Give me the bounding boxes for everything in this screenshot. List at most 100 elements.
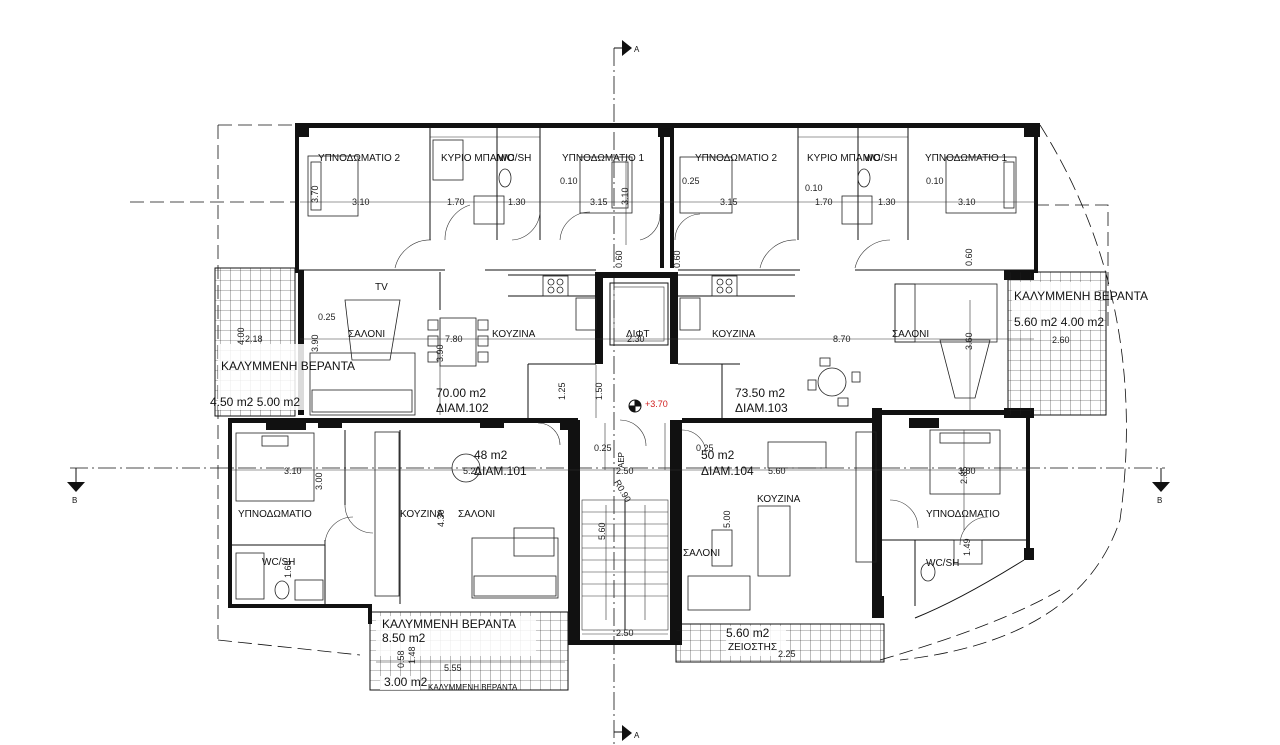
dim-label: 0.60 [964,248,974,266]
dim-label: 1.50 [594,382,604,400]
veranda-area: 4.50 m2 5.00 m2 [210,395,300,409]
dim-label: 3.00 [314,472,324,490]
section-mark-right: B [1157,496,1162,505]
veranda-title: ΚΑΛΥΜΜΕΝΗ ΒΕΡΑΝΤΑ [221,359,355,373]
dim-label: 5.60 [597,522,607,540]
section-line-b [67,467,1170,492]
dim-label: 0.25 [318,312,336,322]
apartment-name: ΔΙΑΜ.104 [701,464,754,478]
dim-label: 1.48 [407,646,417,664]
dim-label: 0.58 [396,650,406,668]
room-label: WC/SH [262,557,295,568]
dim-label: 1.70 [815,197,833,207]
room-label: ΣΑΛΟΝΙ [892,329,929,340]
veranda-area: 5.60 m2 4.00 m2 [1014,315,1104,329]
veranda-title: ΚΑΛΥΜΜΕΝΗ ΒΕΡΑΝΤΑ [382,617,516,631]
room-label: ΣΑΛΟΝΙ [348,329,385,340]
staircase [581,499,669,631]
room-label: ΚΥΡΙΟ ΜΠΑΝΙΟ [807,153,881,164]
room-label: ΚΥΡΙΟ ΜΠΑΝΙΟ [441,153,515,164]
dimension-lines [232,160,1035,663]
apartment-area: 48 m2 [474,448,508,462]
partitions-top [299,128,1034,418]
room-label: ΚΟΥΖΙΝΑ [492,329,536,340]
dim-label: 0.25 [682,176,700,186]
veranda-title: ΚΑΛΥΜΜΕΝΗ ΒΕΡΑΝΤΑ [1014,289,1148,303]
dim-label: 1.25 [557,382,567,400]
dim-label: 3.15 [720,197,738,207]
dim-label: 3.15 [590,197,608,207]
dim-label: 2.50 [616,466,634,476]
section-mark-top: A [634,45,640,54]
room-label: ΛΙΦΤ [626,329,650,340]
dim-label: 2.85 [959,466,969,484]
dim-label: 0.60 [614,250,624,268]
level-marker [628,399,642,413]
dim-label: 2.30 [627,334,645,344]
dim-label: 1.60 [283,560,293,578]
apartment-area: 70.00 m2 [436,386,486,400]
dim-label: 1.30 [508,197,526,207]
room-label: ΥΠΝΟΔΩΜΑΤΙΟ [238,509,312,520]
dim-label: 2.50 [616,628,634,638]
apartment-name: ΔΙΑΜ.101 [474,464,527,478]
dimension-labels: 3.10 1.70 1.30 3.15 0.10 3.70 3.10 0.25 … [236,176,1070,673]
dim-label: 4.00 [236,327,246,345]
apartment-area: 73.50 m2 [735,386,785,400]
apartment-area: 50 m2 [701,448,735,462]
room-label: ΥΠΝΟΔΩΜΑΤΙΟ [926,509,1000,520]
dim-label: 1.30 [878,197,896,207]
dim-label: 0.25 [594,443,612,453]
room-label: ΚΟΥΖΙΝΑ [400,509,444,520]
room-label: ΥΠΝΟΔΩΜΑΤΙΟ 1 [562,153,645,164]
room-label: ΥΠΝΟΔΩΜΑΤΙΟ 2 [695,153,778,164]
walls [228,123,1040,645]
room-label: ΚΟΥΖΙΝΑ [757,494,801,505]
furniture [235,139,1025,619]
room-label: ΑΕΡ [617,452,626,468]
dim-label: 5.20 [463,466,481,476]
apartment-name: ΔΙΑΜ.103 [735,401,788,415]
dim-label: 3.60 [964,332,974,350]
dim-label: 1.49 [962,538,972,556]
room-label: ΣΑΛΟΝΙ [683,548,720,559]
dim-label: 3.90 [435,344,445,362]
apartment-name: ΔΙΑΜ.102 [436,401,489,415]
dim-label: 5.60 [768,466,786,476]
section-mark-bottom: A [634,731,640,740]
room-label: WC/SH [926,558,959,569]
dim-label: 0.60 [672,250,682,268]
dim-label: 3.70 [310,185,320,203]
room-label: ΥΠΝΟΔΩΜΑΤΙΟ 2 [318,153,401,164]
partitions-bottom [232,419,1026,606]
room-label: WC/SH [864,153,897,164]
room-label: ΖΕΙΟΣΤΗΣ [728,642,777,653]
room-label: WC/SH [498,153,531,164]
dim-label: 0.10 [926,176,944,186]
level-label: +3.70 [645,399,668,409]
dim-label: 0.10 [560,176,578,186]
section-line-a [613,40,632,745]
dim-label: 8.70 [833,334,851,344]
room-label: ΚΟΥΖΙΝΑ [712,329,756,340]
verandas [214,267,1107,691]
dim-label: 2.60 [1052,335,1070,345]
dim-label: 0.25 [696,443,714,453]
dim-label: 3.10 [620,187,630,205]
section-mark-left: B [72,496,77,505]
dim-label: 3.10 [284,466,302,476]
dim-label: 3.90 [310,334,320,352]
dim-label: 0.10 [805,183,823,193]
dim-label: 5.00 [722,510,732,528]
dim-label: 3.10 [958,197,976,207]
lift-shaft [609,282,669,346]
room-label: TV [375,282,388,293]
veranda-area: 3.00 m2 [384,675,428,689]
room-label: ΥΠΝΟΔΩΜΑΤΙΟ 1 [925,153,1008,164]
dim-label: 4.30 [436,509,446,527]
dim-label: 2.25 [778,649,796,659]
dim-label: 2.18 [245,334,263,344]
veranda-area: 5.60 m2 [726,626,770,640]
room-label: ΣΑΛΟΝΙ [458,509,495,520]
